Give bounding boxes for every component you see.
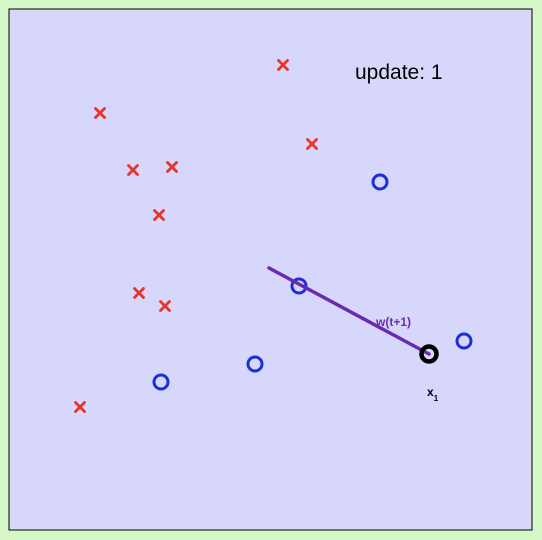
positive-point-marker [371,173,389,191]
negative-point-marker [166,161,178,173]
weight-vector-line [267,266,431,356]
positive-point-marker [455,332,473,350]
positive-point-marker [152,373,170,391]
negative-point-marker [277,59,289,71]
cross-stroke [277,59,289,71]
cross-stroke [166,161,178,173]
negative-point-marker [127,164,139,176]
point-label-x: x [427,385,434,399]
cross-stroke [127,164,139,176]
cross-stroke [306,138,318,150]
negative-point-marker [133,287,145,299]
positive-point-marker [246,355,264,373]
update-counter: update: 1 [355,61,443,84]
cross-stroke [94,107,106,119]
negative-point-marker [159,300,171,312]
highlighted-point-x1 [419,344,439,364]
cross-stroke [159,300,171,312]
negative-point-marker [306,138,318,150]
cross-stroke [74,401,86,413]
cross-stroke [153,209,165,221]
weight-vector-label: w(t+1) [375,315,411,329]
point-label-subscript: 1 [434,394,439,403]
negative-point-marker [153,209,165,221]
negative-points [74,59,318,413]
negative-point-marker [94,107,106,119]
cross-stroke [133,287,145,299]
point-label-x1: x1 [427,385,439,403]
negative-point-marker [74,401,86,413]
